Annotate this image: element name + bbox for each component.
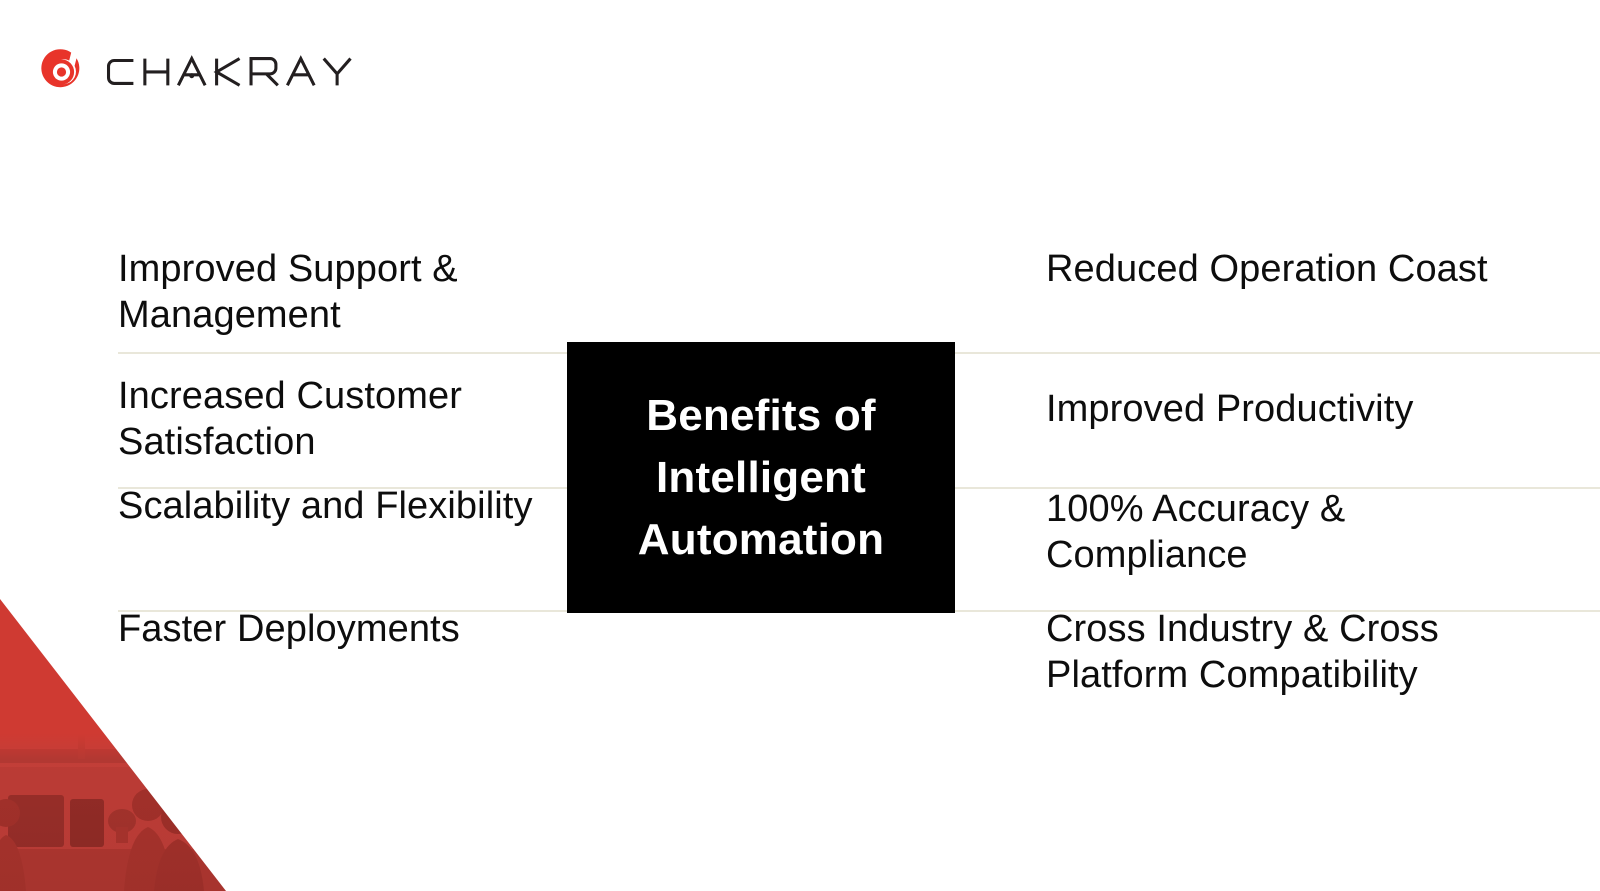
benefit-item: Cross Industry & Cross Platform Compatib…: [1046, 608, 1439, 696]
benefit-item: 100% Accuracy & Compliance: [1046, 488, 1346, 576]
brand-logo: [38, 42, 366, 100]
chakray-target-icon: [38, 46, 88, 96]
benefit-item: Improved Productivity: [1046, 388, 1414, 430]
benefit-item: Increased Customer Satisfaction: [118, 375, 462, 463]
benefit-item: Reduced Operation Coast: [1046, 248, 1488, 290]
benefit-item: Faster Deployments: [118, 608, 460, 650]
benefit-item: Scalability and Flexibility: [118, 485, 533, 527]
chakray-wordmark: [98, 49, 366, 93]
benefit-item: Improved Support & Management: [118, 248, 458, 336]
center-callout-box: Benefits of Intelligent Automation: [567, 342, 955, 613]
callout-title: Benefits of Intelligent Automation: [637, 390, 885, 564]
